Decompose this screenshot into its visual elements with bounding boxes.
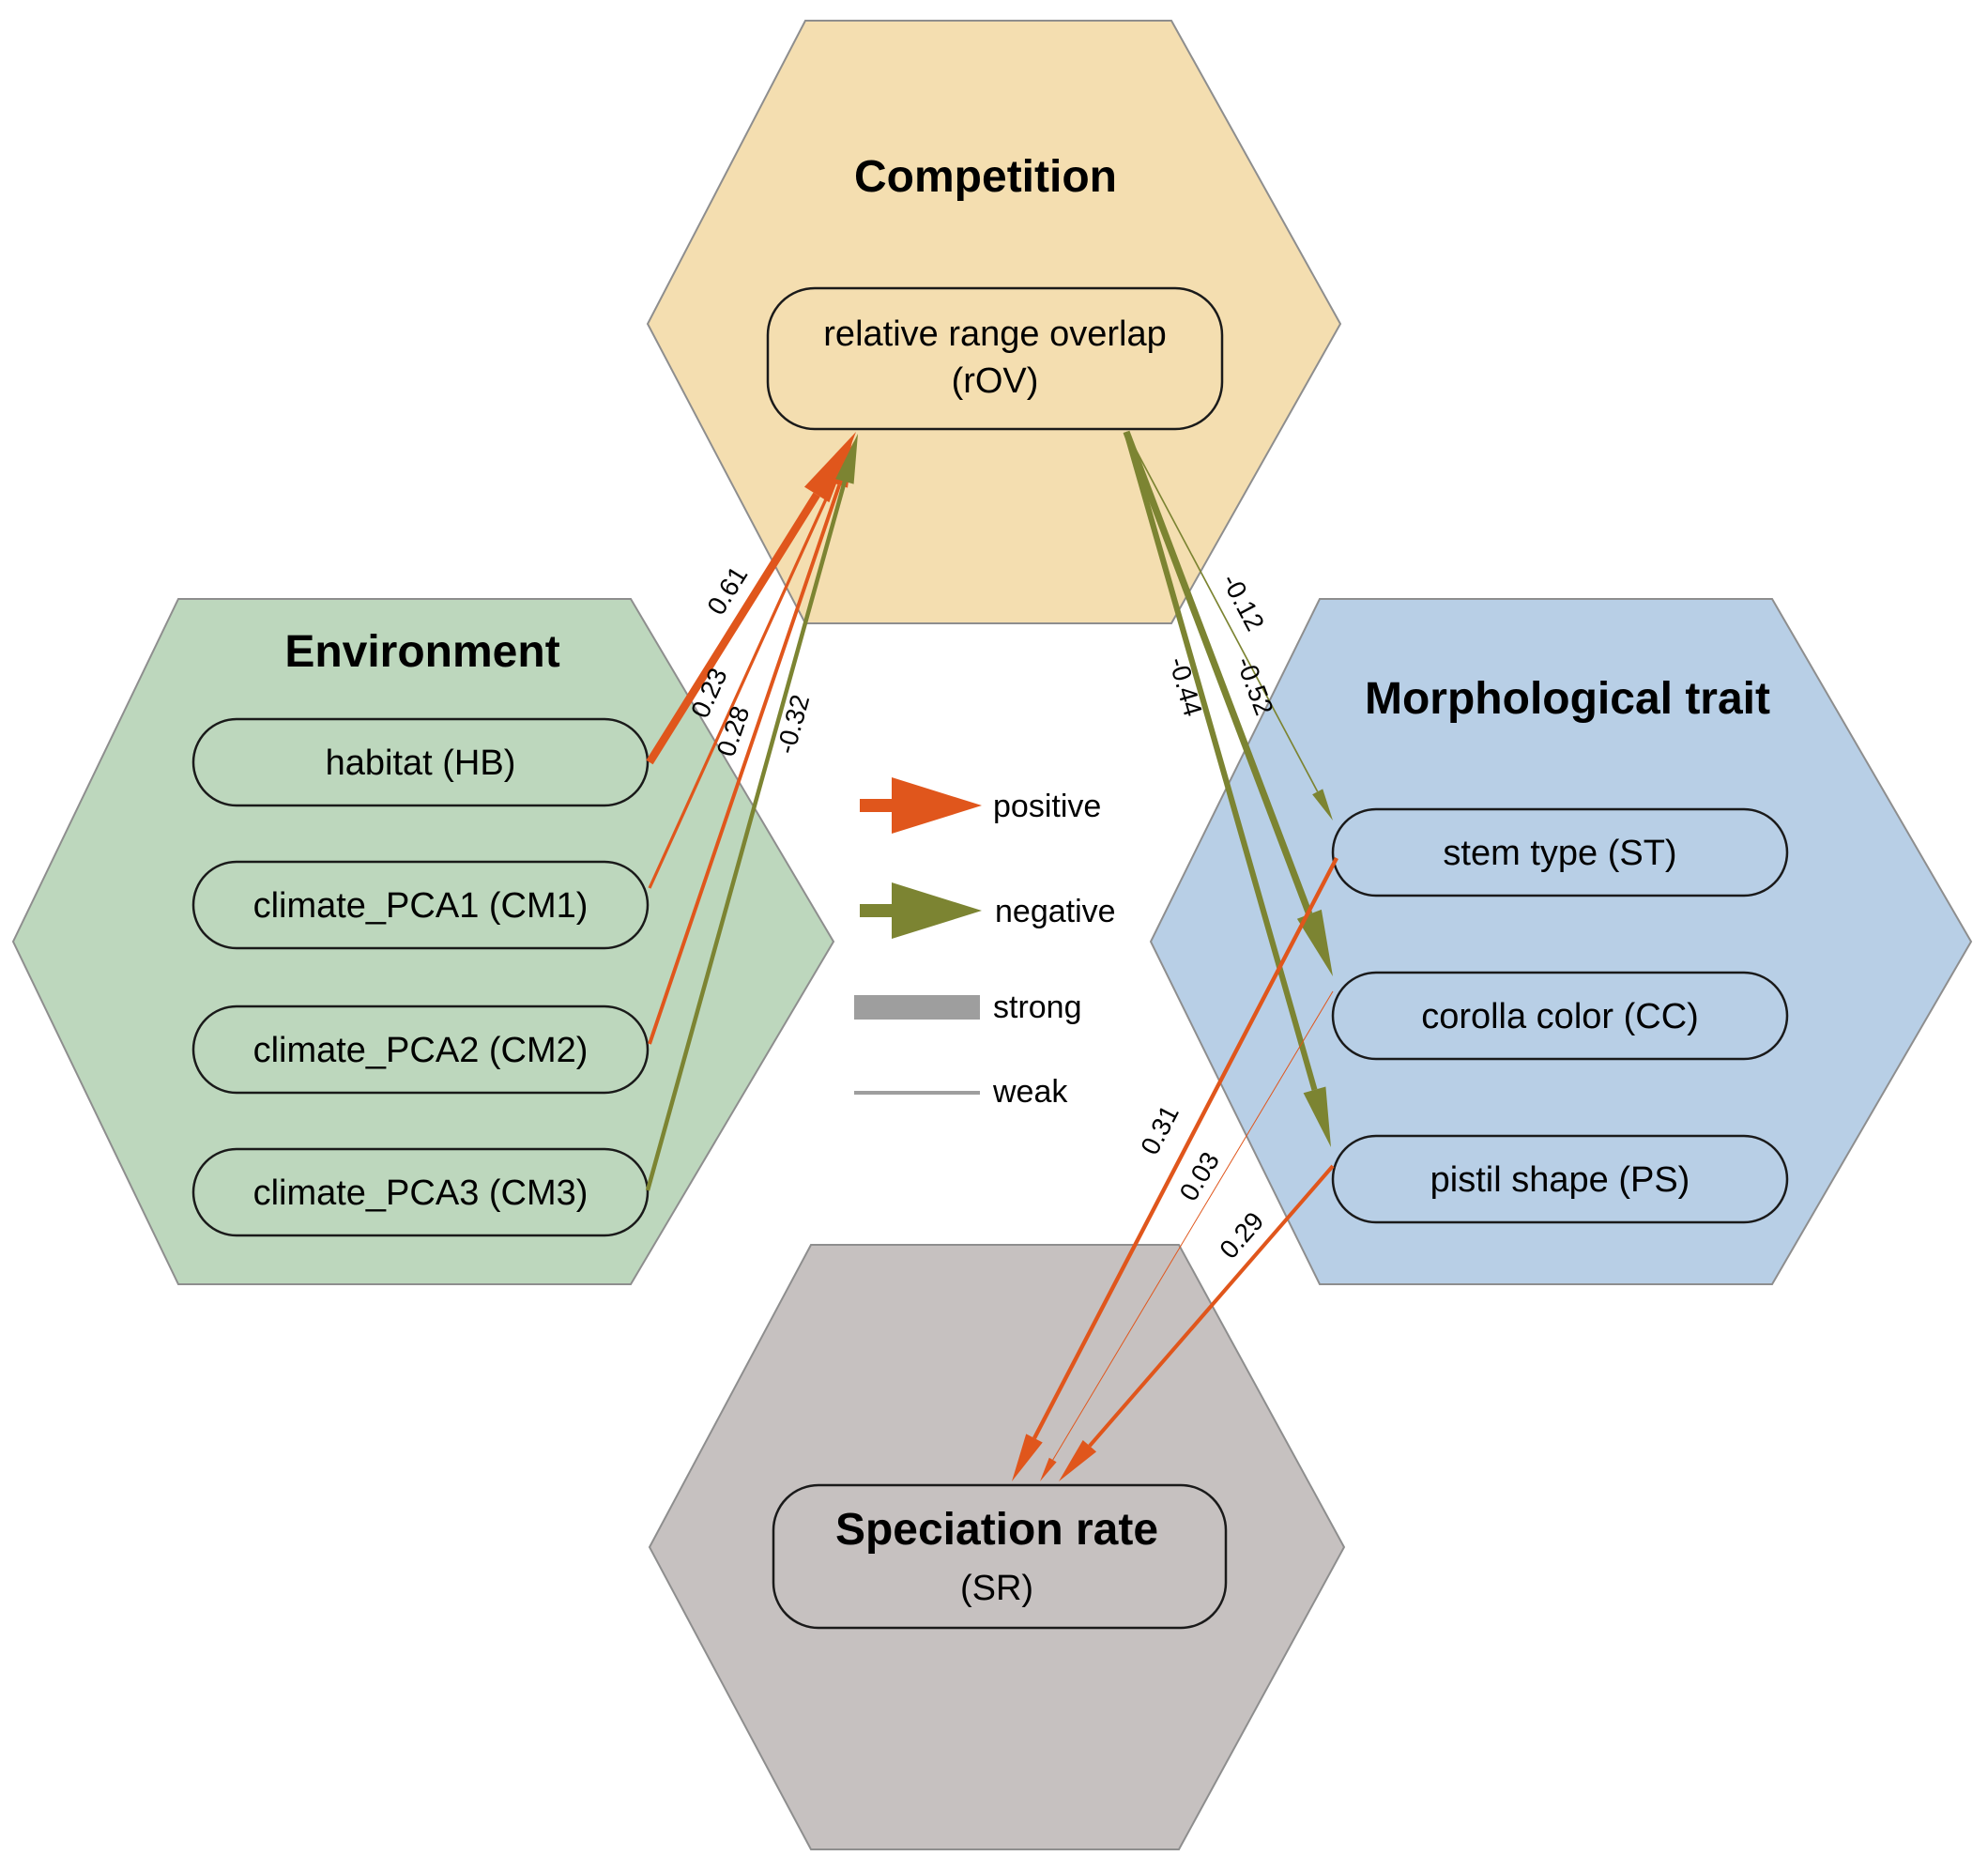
node-CC[interactable]: corolla color (CC) (1331, 971, 1789, 1061)
legend-positive: positive (860, 777, 1101, 834)
edge-line (1124, 431, 1318, 1091)
environment-title: Environment (284, 627, 559, 677)
edge-line (648, 479, 836, 889)
edge-coefficient-label: -0.52 (1231, 652, 1279, 719)
node-ST-label: stem type (ST) (1443, 834, 1676, 873)
node-CC-label: corolla color (CC) (1421, 997, 1699, 1036)
node-rOV[interactable]: relative range overlap (rOV) (766, 286, 1224, 431)
node-CM2[interactable]: climate_PCA2 (CM2) (191, 1005, 650, 1095)
arrowhead-icon (1312, 789, 1333, 820)
node-HB[interactable]: habitat (HB) (191, 717, 650, 807)
node-ST[interactable]: stem type (ST) (1331, 807, 1789, 897)
node-CM3-label: climate_PCA3 (CM3) (253, 1173, 589, 1213)
legend-strong-label: strong (993, 989, 1082, 1025)
arrowhead-icon (1012, 1434, 1043, 1481)
arrowhead-icon (1303, 1086, 1331, 1147)
node-rOV-line1: relative range overlap (823, 314, 1166, 354)
morphology-title: Morphological trait (1365, 674, 1770, 724)
node-PS-label: pistil shape (PS) (1430, 1160, 1690, 1200)
edge-coefficient-label: 0.29 (1214, 1206, 1269, 1264)
node-CM2-label: climate_PCA2 (CM2) (253, 1031, 589, 1070)
node-CM1[interactable]: climate_PCA1 (CM1) (191, 860, 650, 950)
arrowhead-icon (1296, 909, 1333, 976)
node-CM1-label: climate_PCA1 (CM1) (253, 886, 589, 926)
arrowhead-icon (1040, 1457, 1057, 1481)
edge-line (1123, 430, 1313, 916)
edge-coefficient-label: -0.44 (1163, 653, 1207, 719)
legend: positive negative strong weak (854, 777, 1116, 1110)
legend-weak-label: weak (992, 1074, 1068, 1110)
legend-positive-label: positive (993, 789, 1101, 824)
edge-line (648, 483, 842, 1045)
edge-line (1088, 1164, 1335, 1448)
edge-coefficient-label: -0.32 (771, 692, 815, 758)
node-PS[interactable]: pistil shape (PS) (1331, 1134, 1789, 1224)
legend-weak: weak (854, 1074, 1068, 1110)
legend-negative: negative (860, 882, 1116, 939)
morphology-hexagon (1149, 598, 1973, 1285)
node-HB-label: habitat (HB) (326, 744, 516, 783)
node-SR-line2: (SR) (960, 1569, 1033, 1608)
arrowhead-icon (1059, 1439, 1097, 1481)
arrowhead-icon (835, 434, 858, 484)
weak-line-icon (854, 1091, 980, 1095)
arrowhead-icon (803, 432, 856, 503)
edge-coefficient-label: -0.12 (1216, 569, 1270, 636)
legend-negative-label: negative (995, 894, 1116, 929)
node-SR-line1: Speciation rate (835, 1505, 1158, 1555)
negative-arrow-icon (892, 882, 982, 939)
arrowhead-icon (827, 441, 852, 483)
node-CM3[interactable]: climate_PCA3 (CM3) (191, 1147, 650, 1237)
node-SR[interactable]: Speciation rate (SR) (772, 1483, 1228, 1630)
node-rOV-line2: (rOV) (952, 361, 1039, 401)
edge-line (645, 481, 848, 1191)
edge-line (1032, 856, 1338, 1439)
edge-CM3-rOV: -0.32 (645, 434, 858, 1191)
competition-title: Competition (854, 152, 1117, 202)
edge-coefficient-label: 0.31 (1135, 1100, 1185, 1159)
strong-line-icon (854, 995, 980, 1020)
edge-line (1052, 990, 1334, 1461)
positive-arrow-icon (892, 777, 982, 834)
legend-strong: strong (854, 989, 1082, 1025)
edge-line (1125, 431, 1319, 792)
edge-line (646, 492, 820, 765)
